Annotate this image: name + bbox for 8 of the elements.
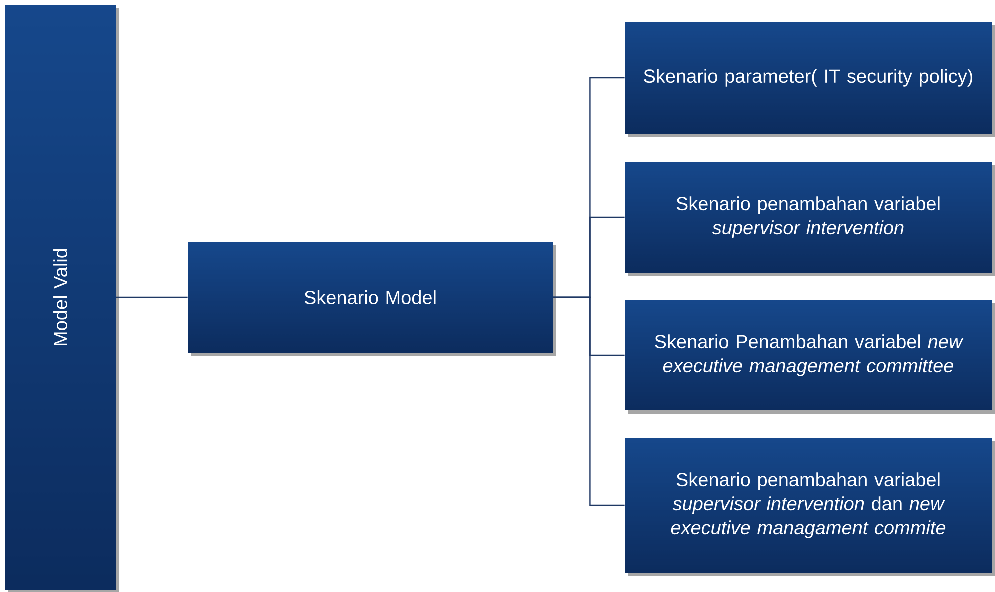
connector-line [553,296,625,506]
process-box: Skenario Penambahan variabel new executive management committee [625,300,995,414]
process-box: Skenario parameter( IT security policy) [625,22,995,137]
process-box: Skenario penambahan variabel supervisor intervention dan new executive managament commite [625,438,995,576]
connector-line [116,296,188,298]
process-box: Skenario penambahan variabel supervisor intervention [625,162,995,276]
process-box: Skenario Model [188,242,556,356]
vertical-bar: Model Valid [5,5,119,592]
